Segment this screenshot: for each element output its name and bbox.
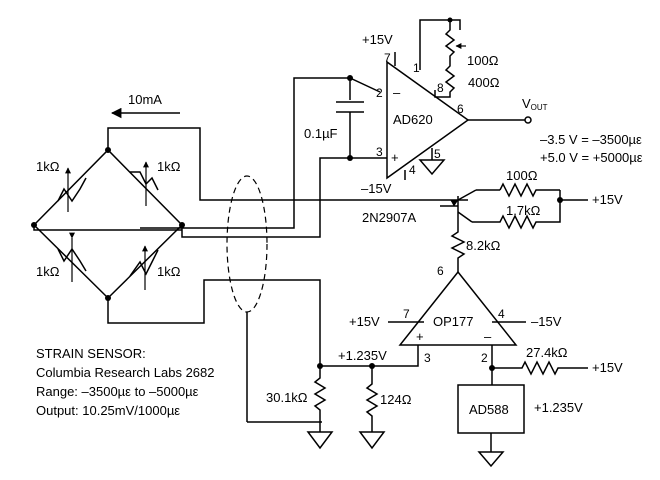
ad620-supply-plus: +15V [362,32,393,47]
bridge-r-tl-label: 1kΩ [36,159,60,174]
ad620-ground-icon [418,159,446,176]
cap-label: 0.1µF [304,126,338,141]
bridge-resistor-top-left [57,167,87,212]
op177-supply-plus: +15V [349,314,380,329]
op177-pin3: 3 [424,351,431,365]
r27k4-supply-label: +15V [592,360,623,375]
ad620-minus: – [393,85,401,100]
vout-terminal [524,116,532,124]
op177-pin7: 7 [403,307,410,321]
ad588-ground-icon [477,451,505,468]
ad620-pin2: 2 [376,86,383,100]
r27k4-label: 27.4kΩ [526,345,568,360]
op177-pin2: 2 [481,351,488,365]
bridge-r-tr-label: 1kΩ [157,159,181,174]
op177-pin6: 6 [437,264,444,278]
gain-resistor-b-label: 400Ω [468,75,500,90]
op177-plus: + [416,329,424,344]
bridge-r-bl-label: 1kΩ [36,264,60,279]
ad620-pin3: 3 [376,145,383,159]
cable-shield [226,175,268,313]
r124-label: 124Ω [380,392,412,407]
transistor-label: 2N2907A [362,210,417,225]
op177-supply-minus: –15V [531,314,562,329]
bridge-resistor-bottom-right [129,245,159,290]
strain-bridge: 1kΩ 1kΩ 1kΩ 1kΩ 10mA [31,92,185,301]
ad620-label: AD620 [393,112,433,127]
note-line-4: Output: 10.25mV/1000µε [36,403,180,418]
current-label: 10mA [128,92,162,107]
ad620-pin4: 4 [409,163,416,177]
note-line-1: STRAIN SENSOR: [36,346,146,361]
ad620-pin1: 1 [413,61,420,75]
ad620-plus: + [391,150,399,165]
op177-minus: – [484,329,492,344]
ref-node-label: +1.235V [338,348,387,363]
ad620-pin8: 8 [437,81,444,95]
vout-label: VOUT [522,96,548,112]
ad620-amplifier: AD620 – + 2 3 7 1 8 6 5 4 +15V –15V 100Ω… [361,17,643,196]
ad620-pin6: 6 [457,102,464,116]
transistor-stage: 2N2907A 100Ω 1.7kΩ +15V 8.2kΩ [362,168,623,272]
r1k7-label: 1.7kΩ [506,203,541,218]
gain-resistor-a-label: 100Ω [467,53,499,68]
ad588-output-label: +1.235V [534,400,583,415]
op177-pin4: 4 [498,307,505,321]
note-line-2: Columbia Research Labs 2682 [36,365,215,380]
op177-label: OP177 [433,314,473,329]
ad620-pin5: 5 [434,147,441,161]
transistor-supply-label: +15V [592,192,623,207]
op177-amplifier: OP177 + – 6 7 4 3 2 +15V –15V +1.235V 27… [317,264,623,468]
bridge-wiring: 0.1µF [33,75,468,423]
scale-note-1: –3.5 V = –3500µε [540,132,642,147]
r124-ground-icon [358,431,386,450]
r30k1-label: 30.1kΩ [266,390,308,405]
r8k2-label: 8.2kΩ [466,238,501,253]
ad620-pin7: 7 [384,51,391,65]
reference-divider: 30.1kΩ 124Ω [266,366,412,450]
scale-note-2: +5.0 V = +5000µε [540,150,643,165]
bridge-r-br-label: 1kΩ [157,264,181,279]
bridge-resistor-bottom-left [57,232,87,282]
note-line-3: Range: –3500µε to –5000µε [36,384,199,399]
r100-label: 100Ω [506,168,538,183]
ad588-label: AD588 [469,402,509,417]
sensor-notes: STRAIN SENSOR: Columbia Research Labs 26… [36,346,215,418]
ad620-supply-minus: –15V [361,181,392,196]
r30k1-ground-icon [306,431,334,450]
bridge-resistor-top-right [130,161,159,206]
